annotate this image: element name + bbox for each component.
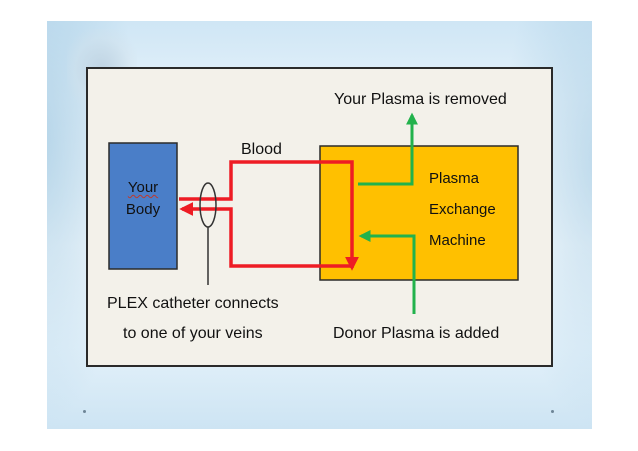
body-label-line2: Body [125, 201, 161, 218]
blood-circuit-arrow [179, 160, 359, 271]
catheter-label-line2: to one of your veins [123, 325, 263, 342]
catheter-label-line1: PLEX catheter connects [107, 295, 279, 312]
machine-label-line2: Exchange [429, 201, 496, 218]
blood-label: Blood [241, 141, 282, 158]
body-label-line1: Your [127, 179, 159, 196]
slide-dot-right [551, 410, 554, 413]
machine-box-label: Plasma Exchange Machine [429, 163, 496, 256]
slide-dot-left [83, 410, 86, 413]
body-box [108, 142, 178, 270]
plasma-removed-arrow [358, 112, 418, 186]
donor-plasma-arrow [358, 230, 416, 314]
plasma-removed-label: Your Plasma is removed [334, 91, 507, 108]
machine-label-line3: Machine [429, 232, 486, 249]
catheter-icon [199, 182, 217, 285]
machine-label-line1: Plasma [429, 170, 480, 187]
donor-plasma-label: Donor Plasma is added [333, 325, 500, 342]
body-box-label: Your Body [112, 177, 174, 221]
